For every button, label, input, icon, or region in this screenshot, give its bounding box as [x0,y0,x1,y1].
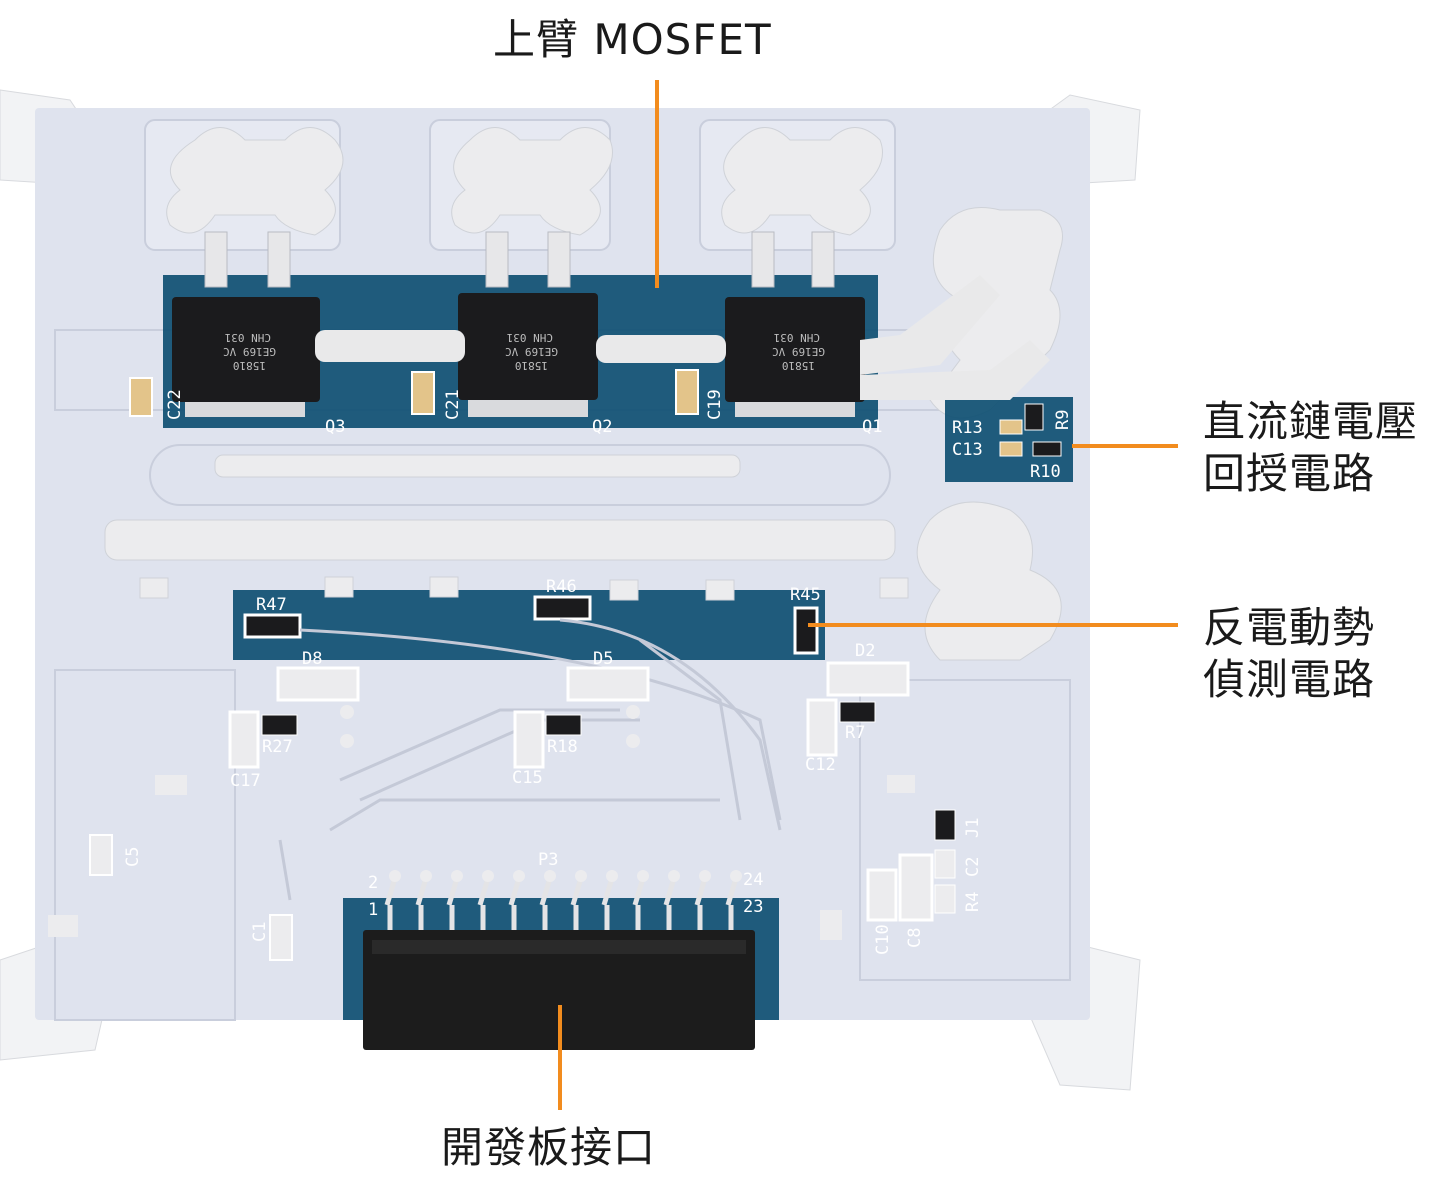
header-pin-solder [730,870,742,882]
mosfet-capacitors [129,369,699,417]
c2-label: C2 [963,857,983,877]
pin1-label: 1 [368,900,378,920]
header-pin [663,877,677,906]
q2-label: Q2 [592,417,612,437]
header-pin [384,877,398,906]
header-pin-solder [575,870,587,882]
r46-label: R46 [546,577,577,597]
header-pin [694,877,708,906]
svg-text:15810: 15810 [233,359,266,372]
callout-devboard-interface: 開發板接口 [441,1123,657,1172]
svg-text:GE169 VC: GE169 VC [772,345,825,358]
pin2-label: 2 [368,873,378,893]
r27-label: R27 [262,737,293,757]
header-pin [601,877,615,906]
svg-text:15810: 15810 [782,359,815,372]
header-pin-solder [451,870,463,882]
c1-label: C1 [250,922,270,942]
p3-label: P3 [538,850,558,870]
svg-text:GE169 VC: GE169 VC [505,345,558,358]
header-pin [570,877,584,906]
traces [278,618,782,901]
callout-bemf-detection: 反電動勢 偵測電路 [1203,603,1376,704]
callout-upper-mosfet: 上臂 MOSFET [493,15,772,64]
r7-label: R7 [845,723,865,743]
r9-label: R9 [1053,410,1073,430]
c17-label: C17 [230,771,261,791]
header-pins [384,870,742,935]
header-pin [632,877,646,906]
q1-label: Q1 [862,417,882,437]
c15-label: C15 [512,768,543,788]
header-pin-solder [544,870,556,882]
mosfet-q2 [458,231,598,417]
c19-label: C19 [705,389,725,420]
c22-label: C22 [165,389,185,420]
d8-label: D8 [302,649,322,669]
pin23-label: 23 [743,897,763,917]
c13-label: C13 [952,440,983,460]
header-pin [446,877,460,906]
c10-label: C10 [873,924,893,955]
lower-components [48,661,956,961]
svg-text:GE169 VC: GE169 VC [223,345,276,358]
svg-text:CHN 031: CHN 031 [774,331,820,344]
c21-label: C21 [443,389,463,420]
j1-label: J1 [963,818,983,838]
feedback-circuit: R13 C13 R9 R10 [952,403,1073,482]
pad-row [139,576,909,601]
svg-text:CHN 031: CHN 031 [225,331,271,344]
callout-dc-link-feedback: 直流鏈電壓 回授電路 [1203,397,1419,498]
header-pin [415,877,429,906]
header-pin [477,877,491,906]
top-solder-pads [104,127,1063,661]
lower-labels: D8 D5 D2 R27 C17 R18 C15 R7 C12 C5 C1 J1… [123,641,983,955]
mosfet-q3 [172,231,320,417]
r18-label: R18 [547,737,578,757]
callout-lines [558,80,1178,1110]
bemf-highlight-box [233,590,825,660]
header-pin-solder [637,870,649,882]
r47-label: R47 [256,595,287,615]
r13-label: R13 [952,418,983,438]
header-pin-solder [606,870,618,882]
c8-label: C8 [905,928,925,948]
d5-label: D5 [593,649,613,669]
q3-label: Q3 [325,417,345,437]
header-pin-solder [513,870,525,882]
r45-label: R45 [790,585,821,605]
header-pin-solder [420,870,432,882]
header-pin-solder [699,870,711,882]
feedback-highlight-box [945,397,1073,482]
svg-text:CHN 031: CHN 031 [507,331,553,344]
svg-text:15810: 15810 [515,359,548,372]
mosfet-q1 [725,231,865,417]
c5-label: C5 [123,847,143,867]
c12-label: C12 [805,755,836,775]
r10-label: R10 [1030,462,1061,482]
header-pin [539,877,553,906]
header-pin-solder [668,870,680,882]
header-pin-solder [482,870,494,882]
mosfet-markings: 15810 GE169 VC CHN 031 15810 GE169 VC CH… [223,331,825,372]
header-pin [508,877,522,906]
r4-label: R4 [963,892,983,912]
pin24-label: 24 [743,870,763,890]
d2-label: D2 [855,641,875,661]
header-connector [363,930,755,1050]
header-pin-solder [389,870,401,882]
header-pin [725,877,739,906]
bemf-circuit: R47 R46 R45 [243,577,821,655]
